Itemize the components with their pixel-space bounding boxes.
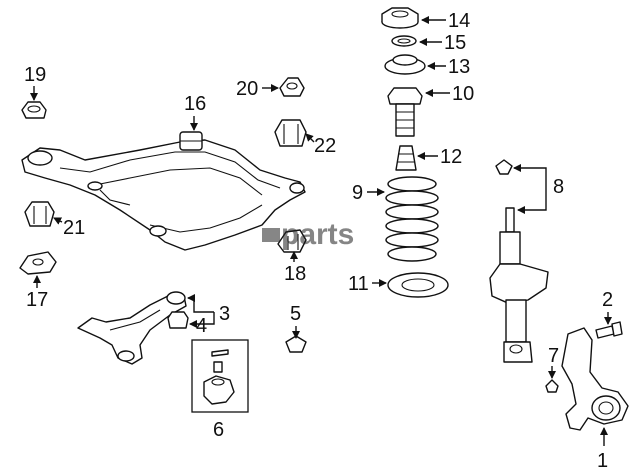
callout-15: 15 [419,32,466,54]
callout-label-7: 7 [548,345,559,367]
callout-3: 3 [187,294,230,325]
callout-16: 16 [184,93,206,131]
callout-label-21: 21 [63,217,85,239]
zy-parts-watermark: parts [262,218,354,251]
callout-10: 10 [425,83,474,105]
callout-22: 22 [305,133,336,157]
callout-label-9: 9 [352,182,363,204]
callout-1: 1 [597,427,608,471]
callout-label-14: 14 [448,10,470,32]
mount-bushing-22 [274,119,307,147]
callout-18: 18 [284,251,306,285]
callout-label-3: 3 [219,303,230,325]
mount-bushing-20 [279,77,305,97]
callout-label-18: 18 [284,263,306,285]
callout-label-8: 8 [553,176,564,198]
callout-7: 7 [548,345,559,379]
spring-seat-upper [384,54,426,75]
spring-bumper [387,87,423,137]
upper-strut-mount [381,7,419,29]
callout-label-17: 17 [26,289,48,311]
callout-20: 20 [236,78,279,100]
ball-joint-kit [191,339,249,413]
lower-spring-insulator [387,272,449,298]
callout-17: 17 [26,275,48,311]
coil-spring [385,176,439,262]
callout-19: 19 [24,64,46,101]
callout-4: 4 [189,315,207,337]
watermark-text: parts [281,218,354,251]
mount-bracket-17 [19,251,57,275]
callout-label-13: 13 [448,56,470,78]
callout-label-16: 16 [184,93,206,115]
callout-label-10: 10 [452,83,474,105]
callout-label-6: 6 [213,419,224,441]
callout-label-15: 15 [444,32,466,54]
bumper-12 [395,145,417,171]
callout-9: 9 [352,182,385,204]
mount-bushing-21 [24,201,55,227]
callout-label-19: 19 [24,64,46,86]
callout-label-11: 11 [348,273,369,295]
front-crossmember [21,131,306,251]
callout-2: 2 [602,289,613,325]
callout-label-1: 1 [597,450,608,471]
callout-8: 8 [513,164,564,214]
control-arm-bushing-4 [167,311,189,329]
bearing-15 [391,35,417,47]
callout-label-22: 22 [314,135,336,157]
callout-label-12: 12 [440,146,462,168]
callout-5: 5 [290,303,301,339]
callout-label-2: 2 [602,289,613,311]
callout-13: 13 [427,56,470,78]
callout-label-20: 20 [236,78,258,100]
callout-21: 21 [53,217,85,239]
callout-label-5: 5 [290,303,301,325]
bolt-2 [595,321,623,339]
strut-assembly [489,159,549,363]
zy-parts-logo-icon [262,228,280,242]
callout-11: 11 [348,273,387,295]
nut-7 [545,379,559,393]
callout-label-4: 4 [196,315,207,337]
mount-bushing-19 [21,101,47,119]
stabilizer-link [285,335,307,353]
callout-14: 14 [421,10,470,32]
callout-6: 6 [213,419,224,441]
steering-knuckle [561,327,629,431]
callout-12: 12 [417,146,462,168]
mount-bushing-18 [277,229,307,253]
